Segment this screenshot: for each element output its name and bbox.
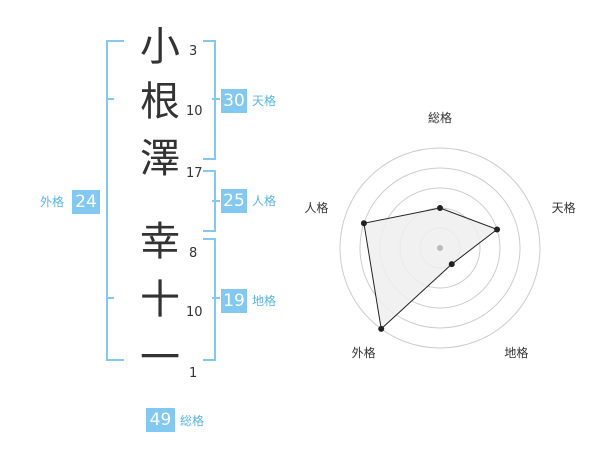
bracket-tick xyxy=(212,98,220,100)
name-char-2: 根 xyxy=(140,79,180,125)
tenkaku-value: 30 xyxy=(221,89,247,113)
radar-series-polygon xyxy=(363,207,499,330)
chikaku-value: 19 xyxy=(221,289,247,313)
radar-grid-circle xyxy=(339,147,541,349)
radar-axis-label-4: 外格 xyxy=(352,345,376,360)
stroke-count-2: 10 xyxy=(186,104,203,119)
gaikaku-value: 24 xyxy=(72,190,100,214)
radar-grid-circle xyxy=(359,167,521,329)
radar-point-5 xyxy=(360,220,367,227)
stroke-count-1: 3 xyxy=(189,44,198,59)
name-char-5: 十 xyxy=(140,277,180,323)
radar-center-dot xyxy=(437,245,443,251)
stroke-count-4: 8 xyxy=(189,246,198,261)
radar-axis-label-2: 天格 xyxy=(552,200,576,215)
radar-axis-label-5: 人格 xyxy=(304,200,328,215)
radar-point-3 xyxy=(448,261,455,268)
name-char-1: 小 xyxy=(140,24,180,70)
radar-axis-label-3: 地格 xyxy=(504,345,528,360)
radar-point-2 xyxy=(494,226,501,233)
jinkaku-value: 25 xyxy=(221,189,247,213)
chikaku-label: 地格 xyxy=(252,294,277,308)
bracket-tick xyxy=(106,297,114,299)
radar-axis-label-1: 総格 xyxy=(428,110,452,125)
name-char-3: 澤 xyxy=(140,136,180,182)
bracket-tick xyxy=(212,297,220,299)
stroke-count-6: 1 xyxy=(189,366,198,381)
radar-point-1 xyxy=(437,205,443,211)
bracket-tick xyxy=(106,98,114,100)
gaikaku-label: 外格 xyxy=(40,195,65,209)
chikaku-bracket xyxy=(203,238,216,361)
name-char-4: 幸 xyxy=(140,219,180,265)
bracket-tick xyxy=(212,200,220,202)
tenkaku-label: 天格 xyxy=(252,94,277,108)
soukaku-label: 総格 xyxy=(180,414,205,428)
soukaku-value: 49 xyxy=(146,408,175,432)
jinkaku-label: 人格 xyxy=(252,194,277,208)
gaikaku-bracket xyxy=(106,40,124,361)
name-char-6: 一 xyxy=(140,335,180,381)
radar-point-4 xyxy=(378,325,385,332)
stroke-count-5: 10 xyxy=(186,305,203,320)
tenkaku-bracket xyxy=(203,40,216,160)
stroke-count-3: 17 xyxy=(186,166,203,181)
